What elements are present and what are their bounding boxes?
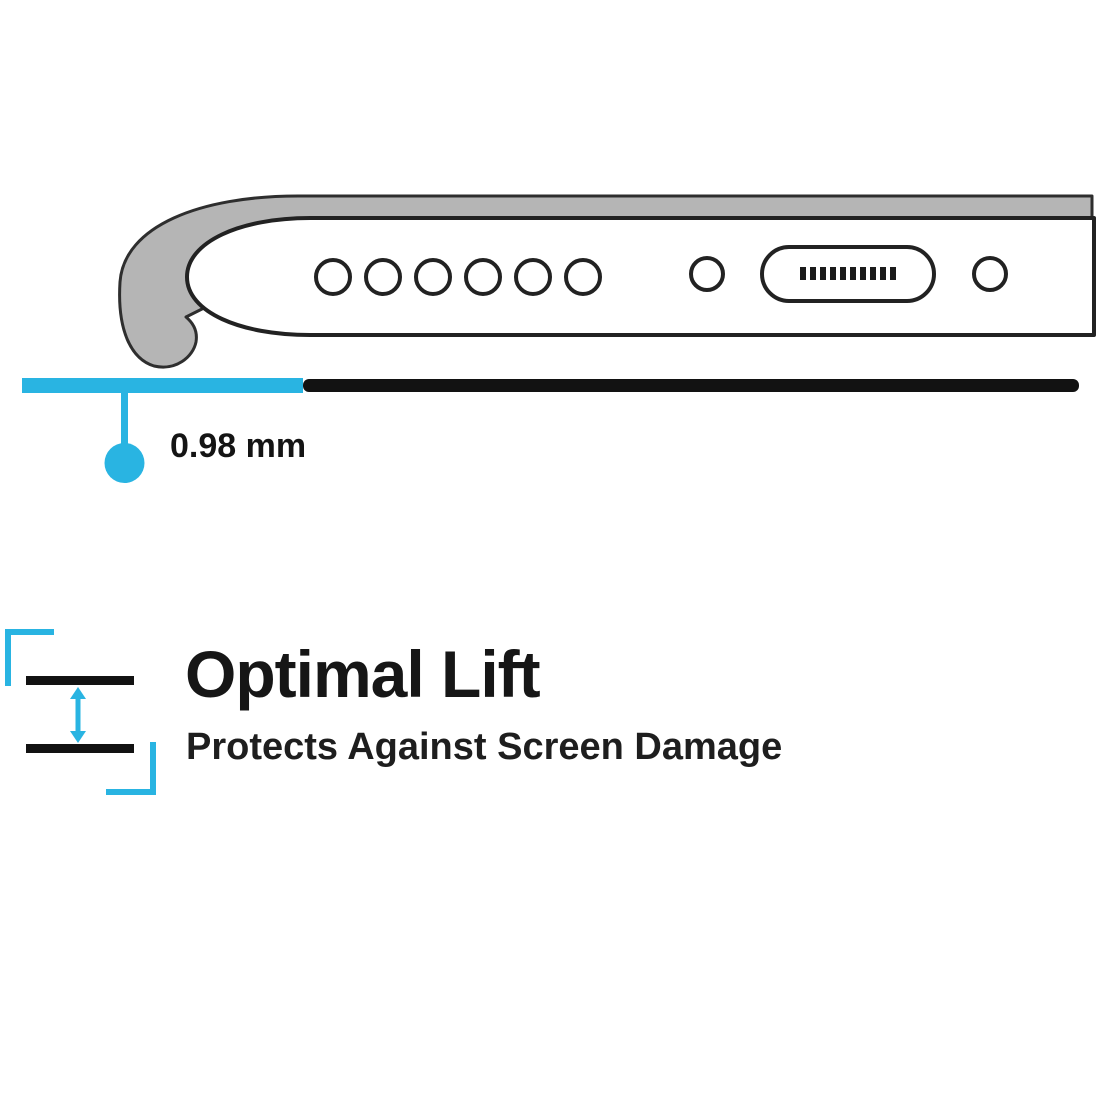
charging-port-pins [800, 267, 896, 280]
speaker-holes [314, 258, 602, 296]
corner-bracket-top-left-icon [5, 629, 54, 686]
speaker-hole [364, 258, 402, 296]
speaker-hole [514, 258, 552, 296]
feature-title: Optimal Lift [185, 637, 541, 711]
screw-hole-left [689, 256, 725, 292]
arrow-head-up [70, 687, 86, 699]
lift-top-bar [26, 676, 134, 685]
arrow-head-down [70, 731, 86, 743]
screw-hole-right [972, 256, 1008, 292]
corner-bracket-bottom-right-icon [106, 742, 156, 795]
speaker-hole [314, 258, 352, 296]
speaker-hole [564, 258, 602, 296]
charging-port [760, 245, 936, 303]
double-headed-vertical-arrow-icon [70, 687, 86, 743]
charging-port-outline [760, 245, 936, 303]
lift-bottom-bar [26, 744, 134, 753]
speaker-hole [414, 258, 452, 296]
measurement-pointer-dot [104, 443, 145, 483]
baseline-bar [303, 379, 1079, 392]
lift-gap-icon [5, 629, 156, 795]
measurement-label: 0.98 mm [170, 427, 306, 465]
feature-subtitle: Protects Against Screen Damage [186, 726, 783, 768]
speaker-hole [464, 258, 502, 296]
phone-illustration: 0.98 mm [22, 194, 1096, 483]
measurement-pointer-line [121, 393, 128, 448]
lift-gap-bar [22, 378, 303, 393]
